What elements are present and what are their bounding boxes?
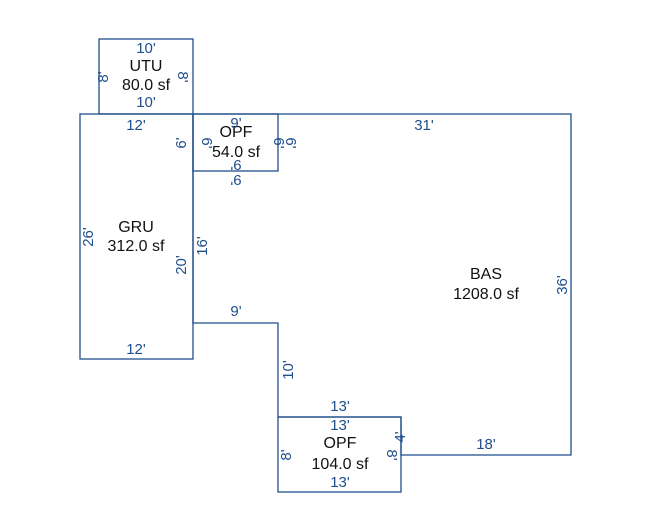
dim-bas-wall-10: 10' bbox=[280, 360, 297, 380]
dim-gru-inner-upper: 6' bbox=[173, 137, 190, 148]
dim-opf-bottom-right: 8' bbox=[383, 449, 400, 460]
opf-bottom-outline bbox=[277, 416, 402, 493]
dim-opf-bottom-left: 8' bbox=[278, 449, 295, 460]
dim-opf-top-left: 6' bbox=[198, 137, 215, 148]
dim-bas-right: 36' bbox=[554, 275, 571, 295]
dim-utu-bottom: 10' bbox=[136, 94, 156, 111]
dim-opf-top-bottom: 9' bbox=[230, 171, 241, 188]
utu-code: UTU bbox=[130, 58, 163, 75]
bas-outline bbox=[192, 113, 572, 456]
dim-opf-top-bottom-inner: 9' bbox=[230, 156, 241, 173]
utu-area: 80.0 sf bbox=[122, 77, 171, 94]
dim-bas-wall-16: 16' bbox=[194, 236, 211, 256]
dim-bas-top: 31' bbox=[414, 117, 434, 134]
bas-code: BAS bbox=[470, 266, 502, 283]
dim-bas-step: 9' bbox=[230, 303, 241, 320]
dim-opf-bottom-top: 13' bbox=[330, 417, 350, 434]
dim-gru-bottom: 12' bbox=[126, 341, 146, 358]
dim-utu-left: 8' bbox=[95, 71, 112, 82]
dim-opf-top-top: 9' bbox=[230, 115, 241, 132]
dim-opf-bottom-top-outer: 13' bbox=[330, 398, 350, 415]
dim-gru-top: 12' bbox=[126, 117, 146, 134]
dim-opf-bottom-bottom: 13' bbox=[330, 474, 350, 491]
bas-area: 1208.0 sf bbox=[453, 286, 519, 303]
dim-utu-right: 8' bbox=[174, 71, 191, 82]
opf-top-area: 54.0 sf bbox=[212, 144, 261, 161]
dim-bas-jog: 4' bbox=[392, 431, 409, 442]
gru-area: 312.0 sf bbox=[108, 238, 165, 255]
gru-code: GRU bbox=[118, 219, 154, 236]
dim-gru-left: 26' bbox=[80, 227, 97, 247]
opf-top-code: OPF bbox=[220, 124, 253, 141]
dim-gru-inner-lower: 20' bbox=[173, 255, 190, 275]
dim-bas-bottom-right: 18' bbox=[476, 436, 496, 453]
dim-opf-top-right-b: 6' bbox=[282, 137, 299, 148]
dim-opf-top-right-a: 6' bbox=[270, 137, 287, 148]
opf-bottom-area: 104.0 sf bbox=[312, 456, 369, 473]
opf-bottom-code: OPF bbox=[324, 435, 357, 452]
dim-utu-top: 10' bbox=[136, 40, 156, 57]
